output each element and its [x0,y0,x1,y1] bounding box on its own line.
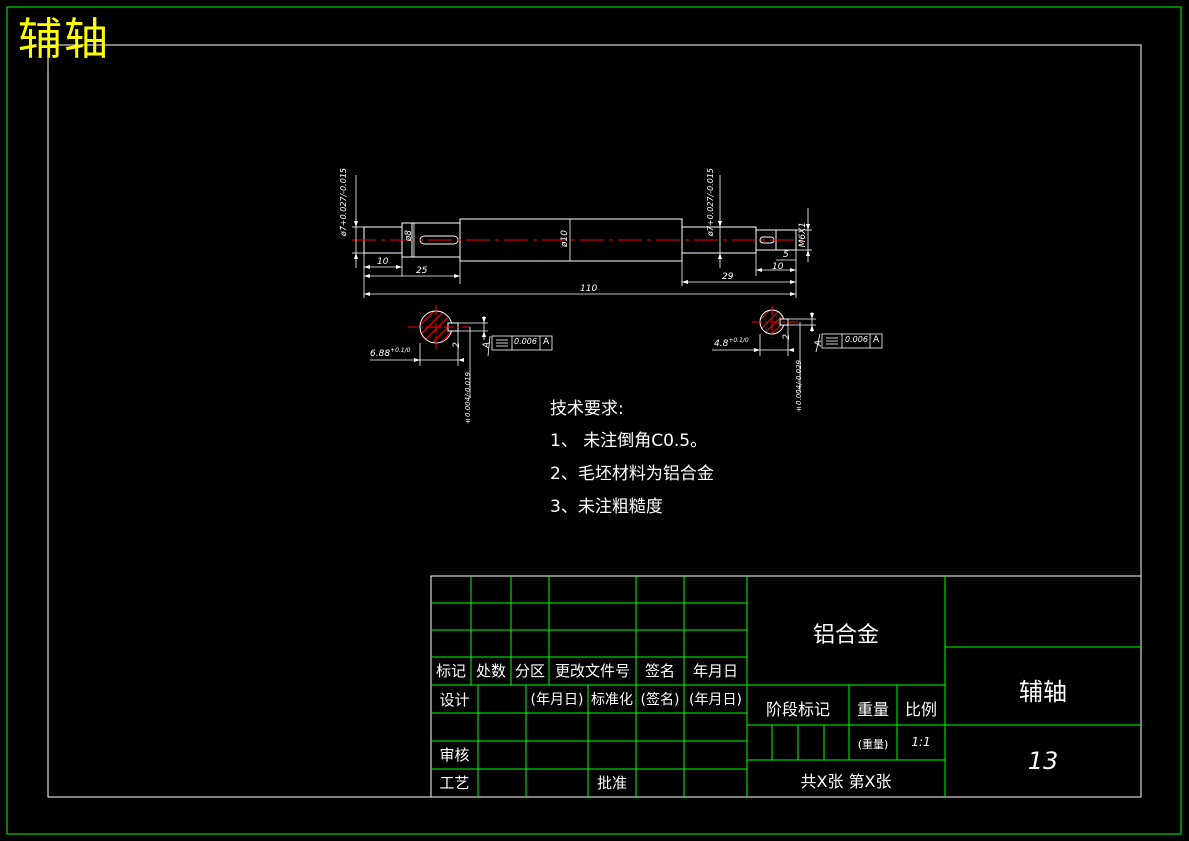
dim-left-dia-tol: ø7+0.027/-0.015 [339,168,348,237]
dim-25: 25 [416,266,428,276]
left-key-dim: 6.88+0.1/0 [370,347,411,359]
tb-stage-mark: 阶段标记 [765,700,830,719]
dim-m6: M6X1 [798,222,808,248]
dim-29: 29 [722,272,734,282]
dim-10-left: 10 [377,257,389,267]
tb-drawing-number: 13 [1027,747,1059,775]
tb-mark: 标记 [435,662,466,680]
dimension-arrows [354,221,810,296]
tb-material: 铝合金 [812,623,879,648]
tb-scale-label: 比例 [904,700,937,719]
tb-part-name: 辅轴 [1019,678,1067,706]
tb-date: 年月日 [692,662,738,680]
requirement-item-3: 3、未注粗糙度 [550,497,663,517]
right-width-dim: 2 [782,334,792,340]
right-key-dim-tol: +0.1/0 [728,337,749,344]
tb-signature: 签名 [644,662,675,680]
left-symmetry-tol: 0.006 [514,337,537,346]
tb-approve: 批准 [596,774,627,792]
right-sym-dim: ±0.004/-0.029 [795,360,803,413]
requirement-item-2: 2、毛坯材料为铝合金 [550,464,714,484]
tb-process: 工艺 [439,774,470,792]
left-sym-dim: ±0.004/-0.019 [464,372,472,425]
outer-frame [6,6,1182,835]
right-symmetry-tol: 0.006 [845,335,868,344]
dim-right-dia-tol: ø7+0.027/-0.015 [706,168,715,237]
tb-weight-label: 重量 [856,700,889,719]
tb-standard-date: (年月日) [689,692,742,708]
tb-standard-sign: (签名) [640,692,680,708]
shaft-dimensions [352,175,812,298]
right-datum-ref: A [873,335,880,345]
dim-phi8: ø8 [404,230,414,242]
left-datum-ref: A [543,337,550,347]
dim-5: 5 [783,250,789,260]
left-width-dim: 2 [452,342,462,348]
dim-110: 110 [580,284,598,294]
dim-10-right: 10 [772,262,784,272]
tb-sheets: 共X张 第X张 [800,772,892,791]
tb-zone: 分区 [514,662,545,680]
drawing-title: 辅轴 [18,14,110,65]
title-block-grid [430,575,1142,798]
tb-scale: 1:1 [911,735,931,749]
requirements-title: 技术要求: [550,399,624,419]
tb-design-date: (年月日) [530,692,584,708]
tb-doc-no: 更改文件号 [554,662,630,680]
tb-design: 设计 [439,691,470,709]
left-key-dim-tol: +0.1/0 [390,347,411,354]
right-key-dim: 4.8+0.1/0 [714,337,749,349]
tb-standard: 标准化 [591,692,633,708]
left-datum-label: A [482,342,492,349]
right-section-view [712,306,883,392]
requirement-item-1: 1、 未注倒角C0.5。 [550,431,708,451]
tb-review: 审核 [439,746,470,764]
tb-count: 处数 [475,662,506,680]
dim-phi10: ø10 [560,230,570,247]
right-datum-label: A [814,340,824,347]
tb-weight: (重量) [857,738,889,751]
